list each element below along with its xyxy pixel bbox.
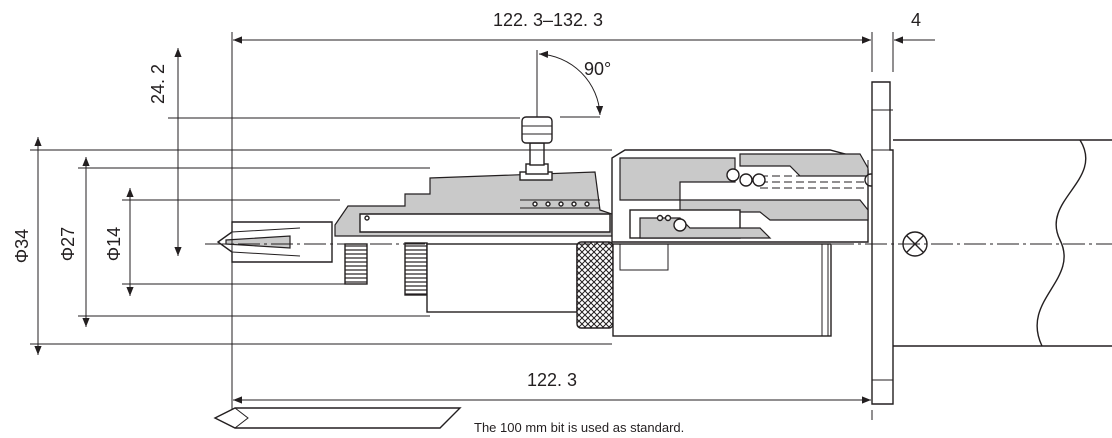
dimension-lines (30, 32, 935, 420)
dia-large-label: Φ34 (12, 229, 32, 263)
dia-small-label: Φ14 (104, 227, 124, 261)
overall-length-label: 122. 3–132. 3 (493, 10, 603, 30)
height-offset-label: 24. 2 (148, 64, 168, 104)
locking-pin (519, 116, 553, 181)
lower-body (426, 243, 578, 313)
machine-spindle (893, 139, 1112, 347)
dia-mid-label: Φ27 (58, 227, 78, 261)
bearing-balls-small (364, 201, 590, 221)
angle-arc (538, 50, 604, 116)
tool-body (216, 81, 1112, 405)
break-line (1036, 139, 1087, 347)
knurled-grip (576, 241, 614, 329)
bit-note: The 100 mm bit is used as standard. (474, 420, 684, 435)
knurled-nut-large (404, 242, 428, 296)
flange (871, 81, 894, 405)
angle-label: 90° (584, 59, 611, 79)
spring (760, 175, 868, 189)
bit-illustration (213, 407, 462, 429)
main-lower-body (612, 243, 832, 337)
body-length-label: 122. 3 (527, 370, 577, 390)
knurled-nut-small (344, 243, 368, 285)
flange-thickness-label: 4 (911, 10, 921, 30)
